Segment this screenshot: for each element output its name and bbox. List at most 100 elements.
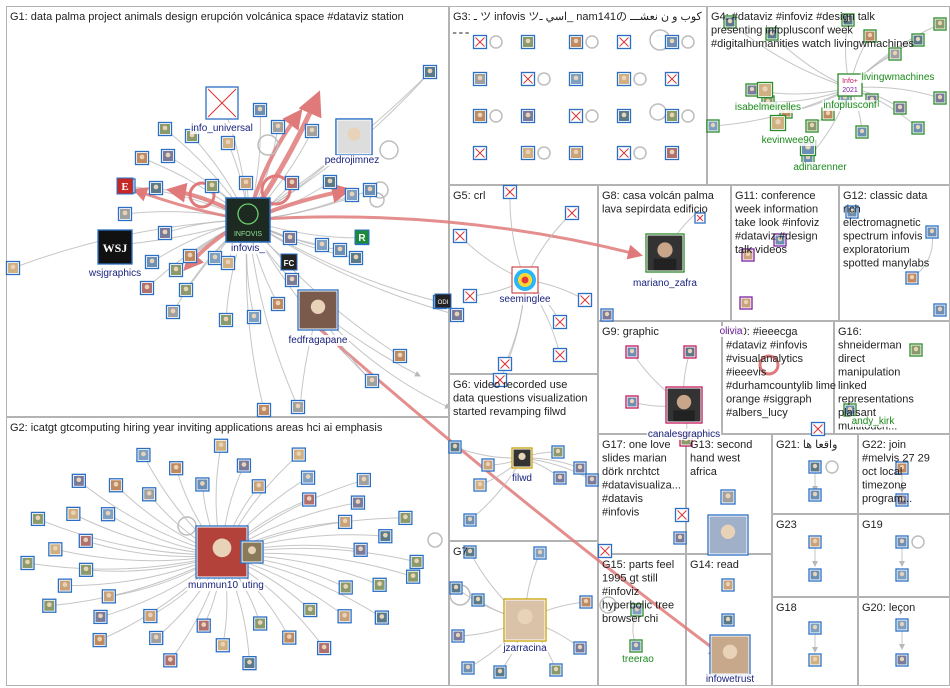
node-avatar-14[interactable] bbox=[284, 175, 300, 191]
node-avatar-84[interactable] bbox=[302, 492, 317, 507]
node-avatar-144[interactable] bbox=[551, 445, 565, 459]
node-avatar-65[interactable] bbox=[57, 578, 73, 593]
node-avatar-13[interactable] bbox=[238, 175, 254, 191]
node-avatar-179[interactable] bbox=[629, 639, 643, 653]
node-avatar-160[interactable] bbox=[600, 308, 614, 322]
node-avatar-79[interactable] bbox=[213, 438, 229, 453]
node-avatar-168[interactable] bbox=[810, 421, 826, 437]
node-avatar-172[interactable] bbox=[925, 225, 939, 239]
node-avatar-131[interactable] bbox=[855, 125, 869, 139]
node-avatar-154[interactable] bbox=[549, 663, 563, 677]
node-canalesgraphics[interactable] bbox=[665, 386, 703, 424]
node-avatar-181[interactable] bbox=[674, 507, 690, 523]
node-kevinwee90[interactable] bbox=[769, 114, 787, 132]
node-r-logo[interactable]: R bbox=[354, 229, 370, 245]
node-avatar-113[interactable] bbox=[765, 27, 779, 41]
node-avatar-139[interactable] bbox=[577, 292, 593, 308]
node-fedfragapane[interactable] bbox=[297, 289, 339, 331]
node-avatar-157[interactable] bbox=[463, 545, 477, 559]
node-avatar-60[interactable] bbox=[143, 608, 158, 624]
node-avatar-3[interactable] bbox=[304, 123, 320, 139]
node-avatar-50[interactable] bbox=[337, 609, 352, 624]
node-avatar-29[interactable] bbox=[332, 242, 348, 258]
node-avatar-110[interactable] bbox=[616, 145, 632, 161]
node-avatar-27[interactable] bbox=[282, 230, 298, 246]
node-avatar-143[interactable] bbox=[481, 458, 495, 472]
node-avatar-93[interactable] bbox=[520, 34, 536, 50]
node-avatar-44[interactable] bbox=[449, 307, 465, 323]
node-avatar-58[interactable] bbox=[163, 653, 178, 668]
node-avatar-192[interactable] bbox=[808, 653, 822, 667]
node-filwd[interactable] bbox=[511, 447, 533, 469]
node-avatar-133[interactable] bbox=[564, 205, 580, 221]
node-avatar-107[interactable] bbox=[472, 145, 488, 161]
node-avatar-128[interactable] bbox=[933, 91, 947, 105]
node-avatar-95[interactable] bbox=[616, 34, 632, 50]
node-avatar-184[interactable] bbox=[808, 488, 822, 502]
node-avatar-35[interactable] bbox=[246, 309, 262, 325]
node-info-universal[interactable] bbox=[205, 86, 239, 120]
node-avatar-101[interactable] bbox=[664, 71, 680, 87]
node-avatar-104[interactable] bbox=[568, 108, 584, 124]
node-mariano-zafra[interactable] bbox=[645, 233, 685, 273]
node-avatar-148[interactable] bbox=[473, 478, 487, 492]
node-avatar-73[interactable] bbox=[71, 473, 86, 488]
node-avatar-53[interactable] bbox=[282, 630, 297, 645]
node-avatar-30[interactable] bbox=[348, 250, 364, 266]
node-avatar-11[interactable] bbox=[148, 180, 164, 196]
node-avatar-89[interactable] bbox=[378, 529, 393, 544]
node-avatar-117[interactable] bbox=[911, 33, 925, 47]
node-avatar-183[interactable] bbox=[808, 460, 822, 474]
node-avatar-136[interactable] bbox=[497, 356, 513, 372]
node-avatar-86[interactable] bbox=[350, 495, 366, 510]
node-avatar-28[interactable] bbox=[314, 237, 330, 253]
node-avatar-178[interactable] bbox=[630, 603, 644, 617]
node-avatar-109[interactable] bbox=[568, 145, 584, 161]
node-seeminglee[interactable] bbox=[511, 266, 539, 294]
node-avatar-138[interactable] bbox=[552, 314, 568, 330]
node-avatar-163[interactable] bbox=[625, 395, 639, 409]
node-avatar-39[interactable] bbox=[5, 260, 21, 276]
node-avatar-57[interactable] bbox=[196, 618, 211, 633]
node-fc-logo[interactable]: FC bbox=[280, 253, 298, 271]
node-avatar-149[interactable] bbox=[449, 581, 463, 595]
node-avatar-61[interactable] bbox=[92, 632, 107, 648]
node-avatar-40[interactable] bbox=[364, 373, 380, 389]
node-avatar-134[interactable] bbox=[452, 228, 468, 244]
node-avatar-162[interactable] bbox=[683, 345, 697, 359]
node-avatar-145[interactable] bbox=[553, 471, 567, 485]
node-avatar-16[interactable] bbox=[344, 187, 360, 203]
node-avatar-37[interactable] bbox=[284, 272, 300, 288]
node-avatar-122[interactable] bbox=[805, 119, 819, 133]
node-avatar-47[interactable] bbox=[372, 577, 387, 592]
node-avatar-56[interactable] bbox=[215, 638, 230, 653]
node-jzarracina[interactable] bbox=[503, 598, 547, 642]
node-avatar-166[interactable] bbox=[741, 248, 755, 262]
node-avatar-159[interactable] bbox=[694, 212, 706, 224]
node-avatar-12[interactable] bbox=[204, 178, 220, 194]
node-avatar-64[interactable] bbox=[42, 598, 57, 613]
node-uting[interactable] bbox=[240, 540, 264, 564]
node-avatar-45[interactable] bbox=[392, 348, 408, 364]
node-avatar-137[interactable] bbox=[552, 347, 568, 363]
node-avatar-70[interactable] bbox=[30, 511, 46, 527]
node-avatar-147[interactable] bbox=[585, 473, 599, 487]
node-avatar-173[interactable] bbox=[909, 343, 923, 357]
node-avatar-102[interactable] bbox=[472, 108, 488, 124]
node-avatar-176[interactable] bbox=[721, 578, 735, 592]
node-avatar-81[interactable] bbox=[251, 479, 266, 494]
node-avatar-18[interactable] bbox=[117, 206, 133, 222]
node-avatar-152[interactable] bbox=[461, 661, 475, 675]
node-avatar-180[interactable] bbox=[597, 543, 613, 559]
node-avatar-46[interactable] bbox=[405, 569, 421, 584]
node-avatar-5[interactable] bbox=[157, 121, 173, 137]
node-avatar-170[interactable] bbox=[905, 271, 919, 285]
node-avatar-8[interactable] bbox=[134, 150, 150, 166]
node-infoplusconf-logo[interactable]: Info+2021 bbox=[837, 73, 863, 97]
node-avatar-49[interactable] bbox=[374, 610, 390, 625]
node-avatar-193[interactable] bbox=[895, 618, 909, 632]
node-avatar-32[interactable] bbox=[139, 280, 155, 296]
node-avatar-38[interactable] bbox=[422, 64, 438, 80]
node-avatar-55[interactable] bbox=[242, 656, 257, 671]
node-avatar-119[interactable] bbox=[745, 83, 759, 97]
